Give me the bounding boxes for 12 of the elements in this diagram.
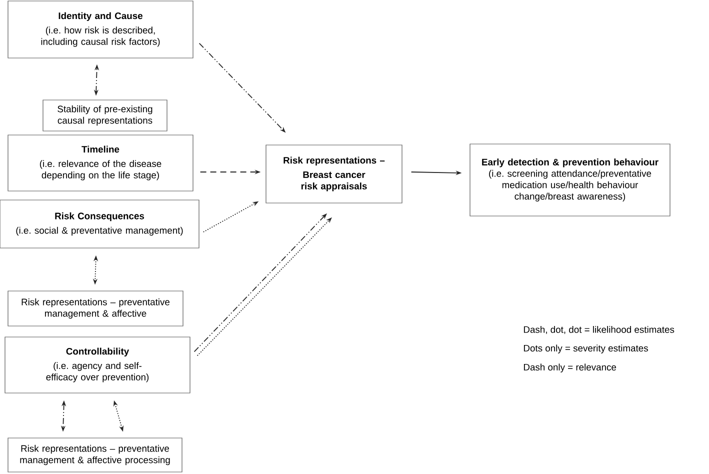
legend-note: Dots only = severity estimates	[524, 344, 648, 354]
box: Early detection & prevention behaviour (i.e. screening attendance/preventative medication use/health behaviour change/breast awareness)	[470, 144, 670, 216]
box: Risk representations – preventative management & affective processing	[8, 438, 182, 472]
box: Timeline (i.e. relevance of the disease depending on the life stage)	[8, 134, 194, 192]
box: Risk representations – Breast cancer risk appraisals	[266, 144, 402, 204]
box: Risk Consequences (i.e. social & preventative management)	[0, 200, 200, 248]
box: Risk representations – preventative management & affective	[8, 290, 184, 326]
box: Controllability (i.e. agency and self-efficacy over prevention)	[4, 336, 190, 394]
box: Identity and Cause (i.e. how risk is described, including causal risk factors)	[8, 0, 194, 58]
legend-note: Dash, dot, dot = likelihood estimates	[524, 326, 674, 334]
legend-note: Dash only = relevance	[524, 364, 616, 372]
box: Stability of pre-existing causal representations	[42, 100, 168, 132]
